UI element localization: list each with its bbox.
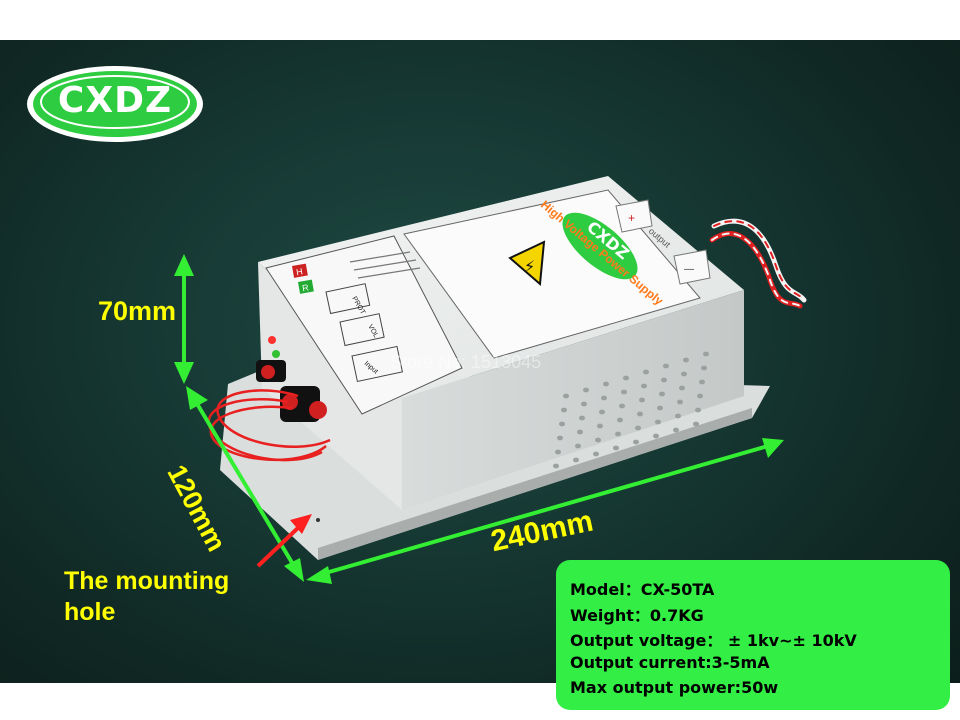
- vent-hole: [683, 357, 689, 363]
- top-white-band: [0, 0, 960, 40]
- vent-hole: [573, 457, 579, 463]
- store-watermark: Store No: 1513045: [390, 352, 541, 372]
- width-arrow: [186, 386, 304, 582]
- vent-hole: [663, 363, 669, 369]
- vent-hole: [681, 371, 687, 377]
- led-red: [268, 336, 276, 344]
- vent-hole: [561, 407, 567, 413]
- spec-panel: Model：CX-50TA Weight：0.7KG Output voltag…: [556, 560, 950, 710]
- vent-hole: [639, 397, 645, 403]
- indicator-r: [298, 279, 314, 294]
- vent-grille: [553, 351, 709, 469]
- lid-label: [403, 189, 701, 359]
- vent-hole: [697, 393, 703, 399]
- vent-hole: [577, 429, 583, 435]
- spec-max-power: Max output power:50w: [570, 678, 779, 697]
- vent-hole: [619, 403, 625, 409]
- vent-hole: [673, 427, 679, 433]
- vent-hole: [595, 437, 601, 443]
- vent-hole: [695, 407, 701, 413]
- output-minus-label: —: [684, 264, 694, 275]
- vent-hole: [623, 375, 629, 381]
- vent-hole: [603, 381, 609, 387]
- length-arrow: [306, 438, 784, 584]
- logo-ellipse-icon: [27, 66, 203, 142]
- height-arrow: [174, 254, 194, 384]
- vent-hole: [643, 369, 649, 375]
- mounting-hole-line2: hole: [64, 598, 116, 626]
- vent-hole: [657, 405, 663, 411]
- input-knob-2-cap: [282, 394, 298, 410]
- vent-hole: [661, 377, 667, 383]
- control-panel-label: [265, 235, 463, 415]
- vent-hole: [557, 435, 563, 441]
- indicator-r-label: R: [301, 282, 310, 293]
- height-dimension-label: 70mm: [98, 296, 177, 326]
- vent-hole: [675, 413, 681, 419]
- output-wires: [709, 218, 807, 309]
- base-plate-edge: [318, 408, 752, 560]
- vent-hole: [703, 351, 709, 357]
- vent-hole: [563, 393, 569, 399]
- indicator-h-label: H: [295, 266, 303, 277]
- vent-hole: [613, 445, 619, 451]
- spec-output-current: Output current:3-5mA: [570, 653, 770, 672]
- vent-hole: [575, 443, 581, 449]
- vent-hole: [677, 399, 683, 405]
- spec-output-voltage: Output voltage： ± 1kv~± 10kV: [570, 631, 857, 650]
- vent-hole: [655, 419, 661, 425]
- vent-hole: [579, 415, 585, 421]
- vent-hole: [553, 463, 559, 469]
- vent-hole: [641, 383, 647, 389]
- mounting-hole-arrow: [256, 514, 312, 568]
- vent-hole: [653, 433, 659, 439]
- brand-logo: CXDZ: [24, 62, 206, 146]
- vent-hole: [693, 421, 699, 427]
- input-knob-3-cap: [309, 401, 327, 419]
- vent-hole: [701, 365, 707, 371]
- vent-hole: [597, 423, 603, 429]
- enclosure-left-face: [258, 262, 402, 510]
- lid-logo-ellipse: [562, 212, 638, 280]
- warning-bolt-icon: ⚡: [524, 257, 535, 276]
- vent-hole: [581, 401, 587, 407]
- warning-triangle: [508, 240, 546, 287]
- vent-hole: [617, 417, 623, 423]
- vent-hole: [679, 385, 685, 391]
- vent-hole: [621, 389, 627, 395]
- mounting-hole-dot: [316, 518, 320, 522]
- led-green: [272, 350, 280, 358]
- vent-hole: [637, 411, 643, 417]
- vent-hole: [635, 425, 641, 431]
- vent-hole: [699, 379, 705, 385]
- vent-hole: [601, 395, 607, 401]
- logo-text: CXDZ: [57, 80, 173, 121]
- vent-hole: [599, 409, 605, 415]
- vent-hole: [555, 449, 561, 455]
- input-knob-1-cap: [261, 365, 275, 379]
- output-plus-label: +: [628, 211, 635, 225]
- mounting-hole-label: The mounting hole: [64, 566, 284, 628]
- vent-hole: [583, 387, 589, 393]
- indicator-h: [292, 263, 308, 278]
- output-minus-port: [673, 249, 711, 285]
- vent-hole: [615, 431, 621, 437]
- vent-hole: [559, 421, 565, 427]
- output-plus-port: [615, 199, 653, 233]
- spec-model: Model：CX-50TA: [570, 580, 715, 599]
- mounting-hole-line1: The mounting: [64, 567, 230, 595]
- enclosure-front-face: [402, 290, 744, 510]
- vent-hole: [659, 391, 665, 397]
- vent-hole: [633, 439, 639, 445]
- vent-hole: [593, 451, 599, 457]
- spec-weight: Weight：0.7KG: [570, 606, 704, 625]
